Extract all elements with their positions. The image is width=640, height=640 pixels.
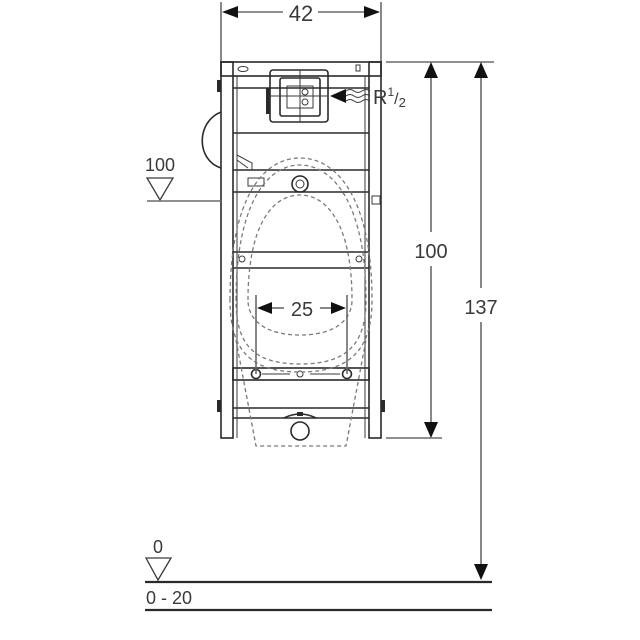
arrow-left-icon [330,89,346,103]
total-height-label: 137 [464,297,497,319]
arrow-up-icon [474,62,488,78]
arrow-left-icon [257,302,272,314]
arrow-right-icon [331,302,346,314]
arrow-up-icon [424,62,438,78]
width-label: 42 [289,1,313,26]
arrow-left-icon [222,6,238,18]
cistern-valve-box [266,69,329,123]
connection-label: R1/2 [373,85,406,110]
level-triangle-icon [144,557,173,582]
upper-level-label: 100 [145,155,175,175]
level-triangle-icon [145,177,175,202]
frame-height-label: 100 [414,241,447,263]
installation-frame [201,61,385,439]
width-dimension: 42 [220,1,382,62]
floor-level: 0 0 - 20 [144,537,492,612]
drain-connector [283,412,317,441]
arrow-right-icon [364,6,380,18]
wc-outline-dashed [229,157,373,447]
floor-level-label: 0 [153,537,163,557]
fixing-distance-label: 25 [291,299,313,321]
level-marker-100: 100 [145,155,221,202]
arrow-down-icon [474,564,488,580]
height-dimensions: 100 137 [386,61,498,580]
water-connection-callout: R1/2 [330,85,406,110]
arrow-down-icon [424,422,438,438]
floor-range-label: 0 - 20 [146,588,192,608]
fixing-distance-dimension: 25 [255,295,348,374]
flush-pipe-connector [247,175,309,193]
